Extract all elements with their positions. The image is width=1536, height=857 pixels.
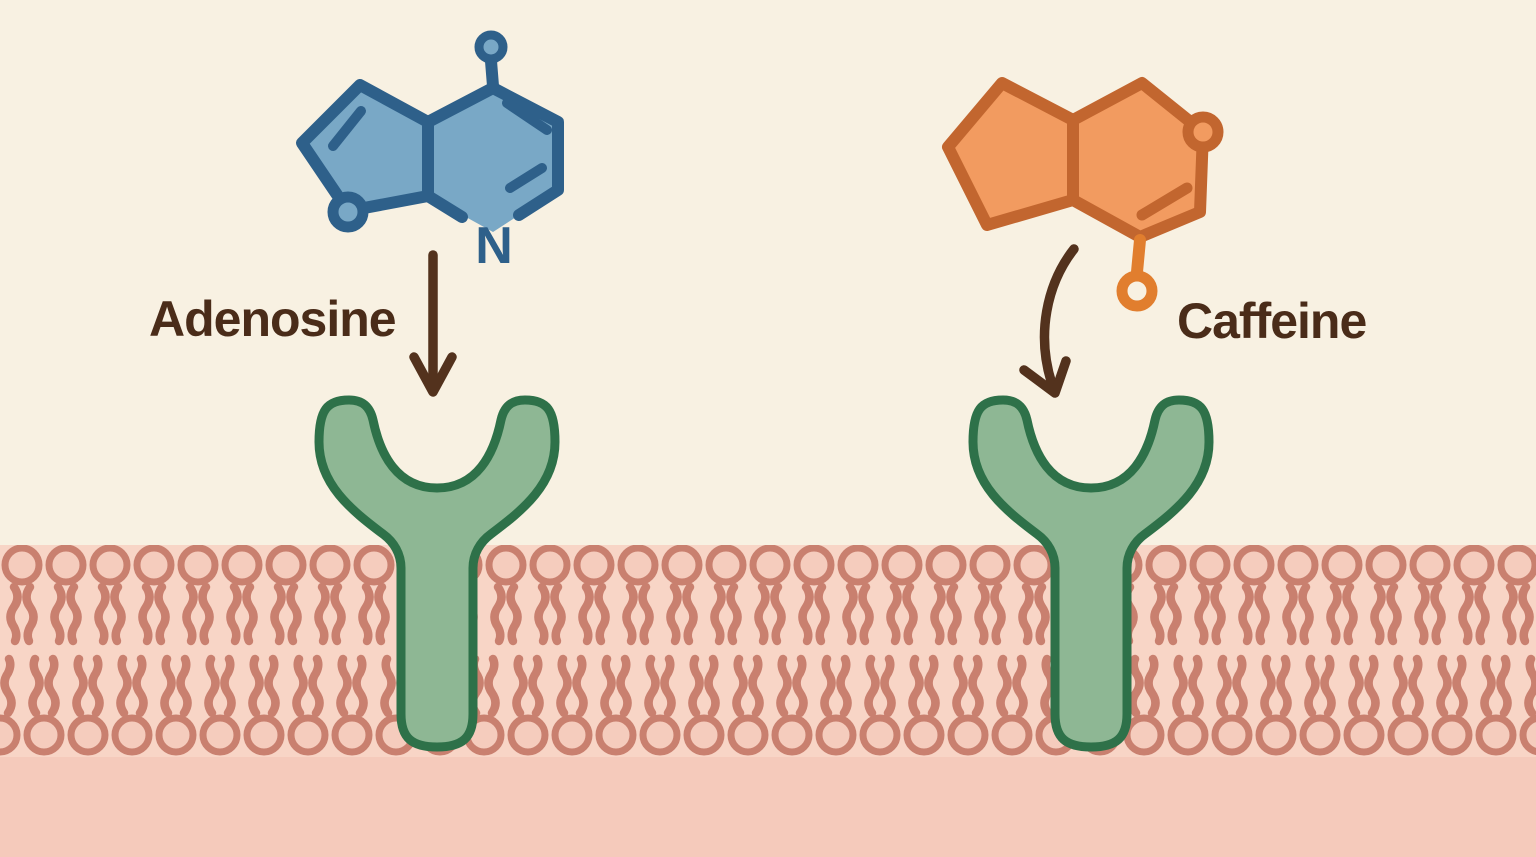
lipid-bilayer bbox=[0, 545, 1536, 757]
caffeine-molecule-icon bbox=[942, 77, 1224, 312]
adenosine-label: Adenosine bbox=[149, 291, 397, 347]
adenosine-molecule-icon: N bbox=[296, 30, 564, 275]
cell-membrane-band bbox=[0, 545, 1536, 757]
curved-arrow-icon bbox=[1019, 244, 1079, 398]
intracellular-region bbox=[0, 757, 1536, 857]
caffeine-label: Caffeine bbox=[1177, 293, 1367, 349]
adenosine-receptor-icon bbox=[314, 395, 560, 752]
down-arrow-icon bbox=[409, 250, 457, 397]
nitrogen-atom-label: N bbox=[475, 217, 513, 275]
caffeine-receptor-icon bbox=[968, 395, 1214, 752]
extracellular-region bbox=[0, 0, 1536, 545]
